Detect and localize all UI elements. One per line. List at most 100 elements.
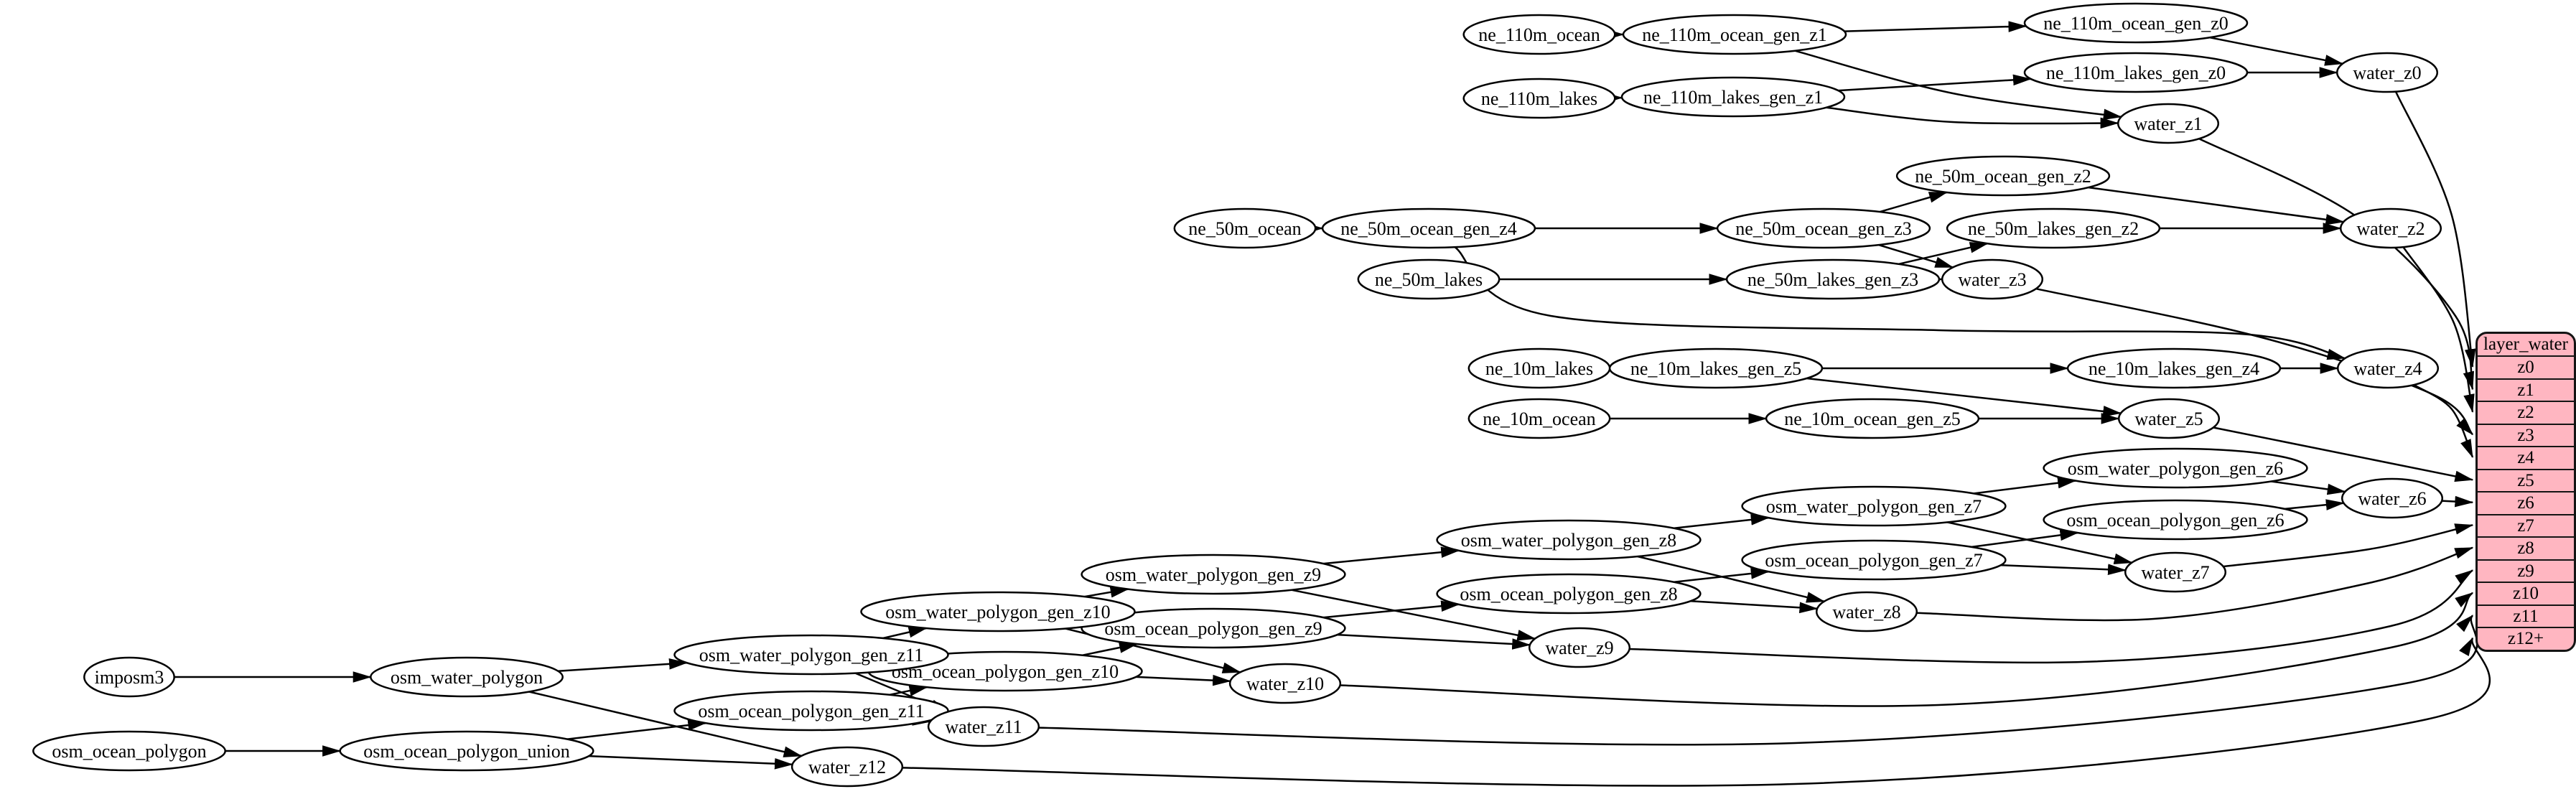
edge-ne_50m_ocean_gen_z3--water_z3 xyxy=(1878,243,1954,269)
edge-osm_ocean_polygon_gen_z10--osm_ocean_polygon_gen_z9 xyxy=(1082,642,1139,656)
edge-water_z2--z2 xyxy=(2402,246,2475,414)
ne_10m_lakes_gen_z5-ellipse xyxy=(1608,347,1824,389)
ne_50m_lakes_gen_z3-label: ne_50m_lakes_gen_z3 xyxy=(1747,269,1918,290)
edge-osm_ocean_polygon_gen_z9--water_z9 xyxy=(1337,633,1531,650)
imposm3-label: imposm3 xyxy=(95,667,164,688)
node-ne_110m_lakes_gen_z0: ne_110m_lakes_gen_z0 xyxy=(2023,52,2249,93)
node-water_z2: water_z2 xyxy=(2339,207,2442,249)
ne_10m_lakes_gen_z5-label: ne_10m_lakes_gen_z5 xyxy=(1630,358,1801,379)
ne_110m_ocean-ellipse xyxy=(1462,14,1616,55)
node-osm_water_polygon_gen_z10: osm_water_polygon_gen_z10 xyxy=(860,591,1136,632)
layer-water-row-z12+: z12+ xyxy=(2478,627,2574,650)
node-water_z3: water_z3 xyxy=(1941,258,2044,300)
edge-water_z7--z7 xyxy=(2223,523,2474,568)
osm_water_polygon_gen_z10-label: osm_water_polygon_gen_z10 xyxy=(885,602,1110,622)
node-osm_water_polygon_gen_z6: osm_water_polygon_gen_z6 xyxy=(2043,447,2308,489)
node-ne_50m_ocean: ne_50m_ocean xyxy=(1173,207,1317,249)
edge-osm_water_polygon_gen_z9--water_z9 xyxy=(1291,589,1536,641)
edge-osm_ocean_polygon_gen_z7--osm_ocean_polygon_gen_z6 xyxy=(1971,529,2079,548)
edge-osm_water_polygon_gen_z10--osm_water_polygon_gen_z9 xyxy=(1084,587,1129,598)
water_z3-label: water_z3 xyxy=(1958,269,2026,290)
edge-ne_110m_ocean_gen_z1--water_z1 xyxy=(1794,50,2122,121)
water_z1-ellipse xyxy=(2117,103,2220,144)
node-water_z4: water_z4 xyxy=(2336,347,2440,389)
water_z12-ellipse xyxy=(790,746,904,788)
node-osm_ocean_polygon_gen_z7: osm_ocean_polygon_gen_z7 xyxy=(1741,539,2007,581)
water_z4-label: water_z4 xyxy=(2353,358,2422,379)
ne_110m_lakes-ellipse xyxy=(1462,78,1616,119)
osm_water_polygon_gen_z9-ellipse xyxy=(1081,554,1346,595)
water_z10-ellipse xyxy=(1228,663,1342,704)
layer-water-row-z7: z7 xyxy=(2478,513,2574,537)
node-osm_water_polygon_gen_z8: osm_water_polygon_gen_z8 xyxy=(1436,519,1702,561)
node-water_z10: water_z10 xyxy=(1228,663,1342,704)
osm_ocean_polygon_gen_z11-ellipse xyxy=(673,690,949,732)
water_z0-ellipse xyxy=(2335,52,2439,93)
node-water_z11: water_z11 xyxy=(927,706,1040,747)
water_z11-label: water_z11 xyxy=(945,716,1022,737)
edge-osm_ocean_polygon_gen_z11--osm_ocean_polygon_gen_z10 xyxy=(889,685,928,696)
node-water_z1: water_z1 xyxy=(2117,103,2220,144)
edge-ne_50m_ocean_gen_z2--water_z2 xyxy=(2088,186,2345,225)
ne_50m_ocean-ellipse xyxy=(1173,207,1317,249)
ne_50m_ocean_gen_z4-ellipse xyxy=(1321,207,1536,249)
osm_water_polygon_gen_z6-ellipse xyxy=(2043,447,2308,489)
osm_ocean_polygon_gen_z9-label: osm_ocean_polygon_gen_z9 xyxy=(1104,618,1322,639)
layer-water-row-z8: z8 xyxy=(2478,536,2574,559)
edge-ne_10m_lakes_gen_z5--water_z5 xyxy=(1806,377,2122,417)
osm_water_polygon-ellipse xyxy=(370,656,564,698)
edge-osm_water_polygon--water_z12 xyxy=(528,691,803,757)
node-water_z0: water_z0 xyxy=(2335,52,2439,93)
water_z8-ellipse xyxy=(1815,591,1918,632)
edge-ne_50m_lakes_gen_z3--ne_50m_lakes_gen_z2 xyxy=(1898,242,1989,266)
node-water_z12: water_z12 xyxy=(790,746,904,788)
layer-water-row-z2: z2 xyxy=(2478,401,2574,424)
node-water_z5: water_z5 xyxy=(2117,398,2221,439)
water_z9-ellipse xyxy=(1528,627,1631,668)
water_z1-label: water_z1 xyxy=(2134,113,2202,134)
ne_50m_ocean_gen_z3-label: ne_50m_ocean_gen_z3 xyxy=(1735,218,1911,239)
layer-water-row-z1: z1 xyxy=(2478,378,2574,401)
ne_110m_lakes_gen_z0-label: ne_110m_lakes_gen_z0 xyxy=(2046,62,2226,83)
osm_water_polygon_gen_z8-label: osm_water_polygon_gen_z8 xyxy=(1461,530,1676,551)
edge-osm_ocean_polygon_union--water_z12 xyxy=(589,755,793,770)
edge-ne_50m_ocean_gen_z3--ne_50m_ocean_gen_z2 xyxy=(1880,191,1948,213)
ne_10m_lakes-label: ne_10m_lakes xyxy=(1485,358,1593,379)
edge-osm_ocean_polygon_gen_z10--water_z10 xyxy=(1136,674,1232,686)
ne_10m_lakes_gen_z4-ellipse xyxy=(2066,347,2282,389)
ne_110m_lakes_gen_z1-ellipse xyxy=(1620,76,1846,118)
ne_50m_ocean_gen_z2-label: ne_50m_ocean_gen_z2 xyxy=(1915,166,2091,187)
ne_10m_ocean_gen_z5-ellipse xyxy=(1765,398,1980,439)
water_z5-ellipse xyxy=(2117,398,2221,439)
osm_water_polygon_gen_z11-label: osm_water_polygon_gen_z11 xyxy=(699,645,923,666)
ne_50m_ocean-label: ne_50m_ocean xyxy=(1188,218,1301,239)
water_z2-label: water_z2 xyxy=(2356,218,2425,239)
node-osm_water_polygon_gen_z9: osm_water_polygon_gen_z9 xyxy=(1081,554,1346,595)
edge-ne_110m_ocean_gen_z0--water_z0 xyxy=(2209,36,2344,66)
osm_water_polygon_gen_z6-label: osm_water_polygon_gen_z6 xyxy=(2068,458,2283,479)
ne_50m_lakes-label: ne_50m_lakes xyxy=(1375,269,1483,290)
edge-osm_ocean_polygon_gen_z7--water_z7 xyxy=(2000,564,2127,576)
osm_ocean_polygon-label: osm_ocean_polygon xyxy=(52,741,206,762)
layer-water-row-z0: z0 xyxy=(2478,355,2574,378)
ne_50m_ocean_gen_z2-ellipse xyxy=(1895,155,2111,197)
water_z5-label: water_z5 xyxy=(2134,408,2203,429)
edge-osm_water_polygon_gen_z6--water_z6 xyxy=(2271,480,2346,495)
osm_water_polygon_gen_z10-ellipse xyxy=(860,591,1136,632)
layer-water-row-z10: z10 xyxy=(2478,582,2574,604)
ne_50m_lakes_gen_z2-label: ne_50m_lakes_gen_z2 xyxy=(1968,218,2139,239)
node-osm_ocean_polygon_gen_z6: osm_ocean_polygon_gen_z6 xyxy=(2043,499,2308,541)
osm_ocean_polygon_gen_z8-label: osm_ocean_polygon_gen_z8 xyxy=(1460,584,1677,604)
layer-water-row-z5: z5 xyxy=(2478,468,2574,492)
layer-water-row-z4: z4 xyxy=(2478,446,2574,469)
node-imposm3: imposm3 xyxy=(83,656,175,698)
node-water_z6: water_z6 xyxy=(2341,477,2444,519)
node-osm_ocean_polygon_gen_z9: osm_ocean_polygon_gen_z9 xyxy=(1081,607,1346,649)
edge-osm_water_polygon_gen_z8--osm_water_polygon_gen_z7 xyxy=(1674,514,1770,530)
imposm3-ellipse xyxy=(83,656,175,698)
